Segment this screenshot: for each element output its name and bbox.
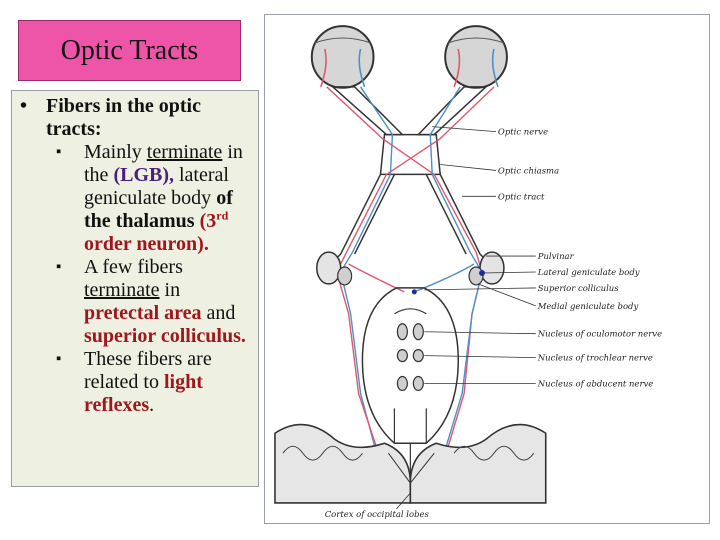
cranial-nerve-nuclei	[396, 323, 424, 392]
right-eyeball	[444, 25, 508, 89]
left-optic-tract	[328, 174, 396, 267]
label-nucleus-abducent: Nucleus of abducent nerve	[537, 378, 654, 388]
visual-pathway-diagram: Optic nerve Optic chiasma Optic tract Pu…	[264, 14, 710, 524]
sub-bullet-1-text: Mainly terminate in the (LGB), lateral g…	[84, 141, 243, 255]
label-optic-chiasma: Optic chiasma	[498, 165, 559, 175]
sub-bullet-3-text: These fibers are related to light reflex…	[84, 348, 212, 416]
visual-pathway-svg: Optic nerve Optic chiasma Optic tract Pu…	[274, 25, 662, 519]
label-lgb: Lateral geniculate body	[537, 267, 640, 277]
bullet-dot-icon: •	[20, 95, 28, 117]
sub-bullet-2-text: A few fibers terminate in pretectal area…	[84, 256, 246, 347]
right-geniculate-bodies	[468, 251, 505, 286]
optic-chiasma	[379, 133, 442, 176]
label-occipital-cortex: Cortex of occipital lobes	[325, 509, 430, 519]
label-nucleus-oculomotor: Nucleus of oculomotor nerve	[537, 329, 662, 339]
sc-dot	[411, 289, 417, 295]
bullet-1-text: Fibers in the optic tracts:	[46, 95, 201, 140]
left-eyeball	[310, 25, 375, 89]
label-superior-colliculus: Superior colliculus	[538, 283, 619, 293]
square-bullet-icon: ▪	[56, 259, 62, 275]
brainstem-outline	[361, 287, 459, 444]
sub-bullet-3: ▪ These fibers are related to light refl…	[56, 348, 250, 417]
left-geniculate-bodies	[316, 251, 353, 286]
label-mgb: Medial geniculate body	[537, 301, 639, 311]
text-box: • Fibers in the optic tracts: ▪ Mainly t…	[11, 90, 259, 487]
square-bullet-icon: ▪	[56, 144, 62, 160]
label-nucleus-trochlear: Nucleus of trochlear nerve	[537, 353, 653, 363]
label-pulvinar: Pulvinar	[537, 251, 575, 261]
left-optic-nerve	[330, 86, 405, 136]
label-optic-tract: Optic tract	[498, 191, 545, 201]
slide-title: Optic Tracts	[60, 34, 199, 66]
bullet-1: • Fibers in the optic tracts:	[20, 95, 250, 141]
visual-fibers	[326, 86, 495, 484]
title-box: Optic Tracts	[18, 20, 241, 81]
occipital-cortex	[274, 423, 547, 504]
square-bullet-icon: ▪	[56, 351, 62, 367]
leader-lines	[396, 126, 536, 510]
sub-bullet-2: ▪ A few fibers terminate in pretectal ar…	[56, 256, 250, 348]
sub-bullet-1: ▪ Mainly terminate in the (LGB), lateral…	[56, 141, 250, 256]
label-optic-nerve: Optic nerve	[498, 127, 548, 137]
